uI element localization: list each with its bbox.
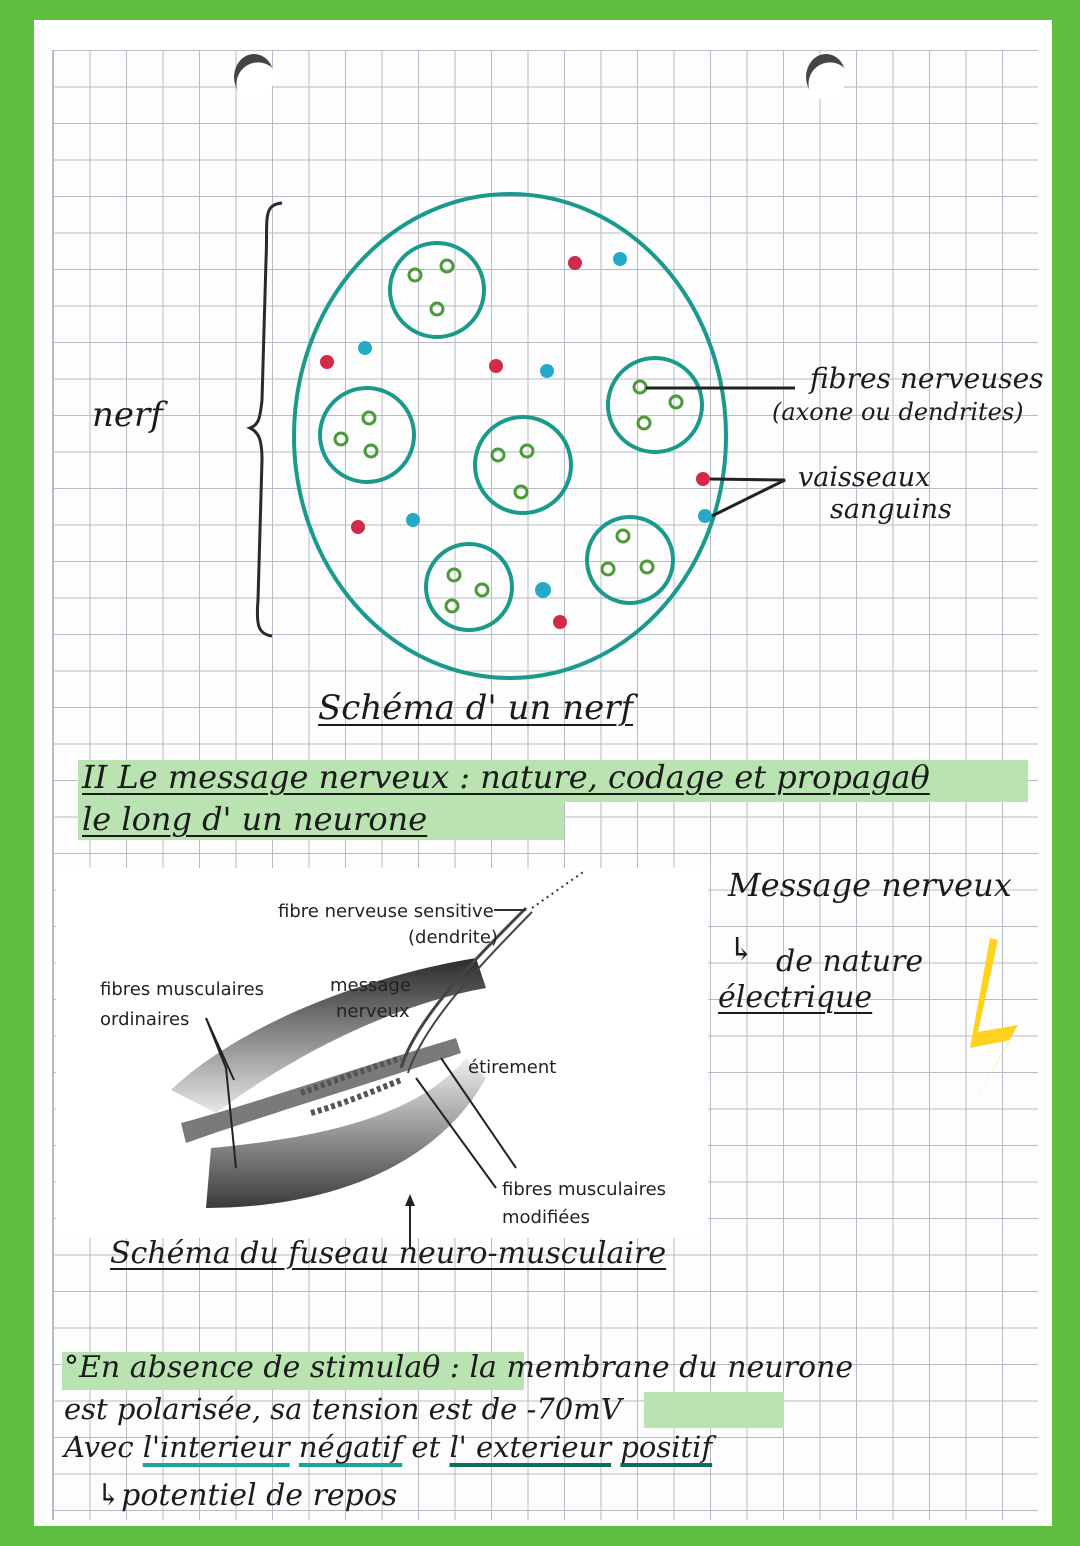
label-modified-fibers-2: modifiées xyxy=(502,1207,590,1228)
spindle-diagram-caption: Schéma du fuseau neuro-musculaire xyxy=(110,1236,667,1271)
section-title-line1: Le message nerveux : nature, codage et p… xyxy=(117,758,930,796)
avec-word: Avec xyxy=(64,1430,143,1464)
label-nerve-message: message xyxy=(330,975,411,996)
label-stretch: étirement xyxy=(468,1057,557,1078)
label-nerve-message-2: nerveux xyxy=(336,1001,410,1022)
label-nerve-fibers: fibres nerveuses xyxy=(810,362,1044,395)
brace-icon xyxy=(246,201,283,638)
resting-line3: Avec l'interieur négatif et l' exterieur… xyxy=(64,1430,712,1464)
label-modified-fibers: fibres musculaires xyxy=(502,1179,667,1200)
arrow-icon: ↳ xyxy=(96,1478,122,1513)
binder-hole-right xyxy=(806,54,846,100)
section-numeral: II xyxy=(82,758,108,796)
nerve-cross-section-diagram xyxy=(246,192,795,680)
membrane-phrase: : la membrane du neurone xyxy=(440,1350,854,1385)
interior-phrase: l'interieur xyxy=(142,1430,290,1464)
bullet-icon: ° xyxy=(64,1350,79,1385)
section-heading-line1: II Le message nerveux : nature, codage e… xyxy=(82,758,930,796)
side-note-electric: électrique xyxy=(718,980,873,1015)
spindle-drawing xyxy=(171,869,587,1248)
resting-potential-term: potentiel de repos xyxy=(121,1478,398,1513)
label-dendrite: (dendrite) xyxy=(408,927,498,948)
and-word: et xyxy=(402,1430,450,1464)
label-nerve-fibers-detail: (axone ou dendrites) xyxy=(772,398,1024,426)
nerve-diagram-caption: Schéma d' un nerf xyxy=(318,688,634,728)
negative-word: négatif xyxy=(298,1430,403,1464)
resting-line1: °En absence de stimulaθ : la membrane du… xyxy=(64,1350,853,1385)
side-note-arrow: ↳ xyxy=(728,930,755,968)
bullet-highlight xyxy=(62,1352,524,1390)
side-note-title: Message nerveux xyxy=(728,866,1012,904)
exterior-phrase: l' exterieur xyxy=(449,1430,612,1464)
value-highlight xyxy=(644,1392,784,1428)
positive-word: positif xyxy=(620,1430,713,1464)
label-ordinary-fibers: fibres musculaires xyxy=(100,979,265,1000)
heading-highlight xyxy=(78,760,1028,802)
heading-highlight-2 xyxy=(78,802,564,840)
polarized-phrase: est polarisée, sa tension est de xyxy=(64,1392,527,1426)
label-blood-vessels-2: sanguins xyxy=(830,494,952,525)
resting-line2: est polarisée, sa tension est de -70mV xyxy=(64,1392,622,1426)
neuromuscular-spindle-figure: fibre nerveuse sensitive (dendrite) fibr… xyxy=(56,868,708,1248)
side-note-nature: de nature xyxy=(776,944,924,979)
label-sensory-fiber: fibre nerveuse sensitive xyxy=(278,901,494,922)
section-heading-line2: le long d' un neurone xyxy=(82,800,428,838)
resting-line4: ↳potentiel de repos xyxy=(96,1478,397,1513)
nerve-brace-label: nerf xyxy=(92,395,163,435)
binder-hole-left xyxy=(234,54,274,100)
resting-voltage-value: -70mV xyxy=(526,1392,622,1426)
label-ordinary-fibers-2: ordinaires xyxy=(100,1009,190,1030)
no-stimulation-phrase: En absence de stimulaθ xyxy=(79,1350,441,1385)
lightning-icon xyxy=(960,938,1018,1128)
label-blood-vessels: vaisseaux xyxy=(798,462,931,493)
